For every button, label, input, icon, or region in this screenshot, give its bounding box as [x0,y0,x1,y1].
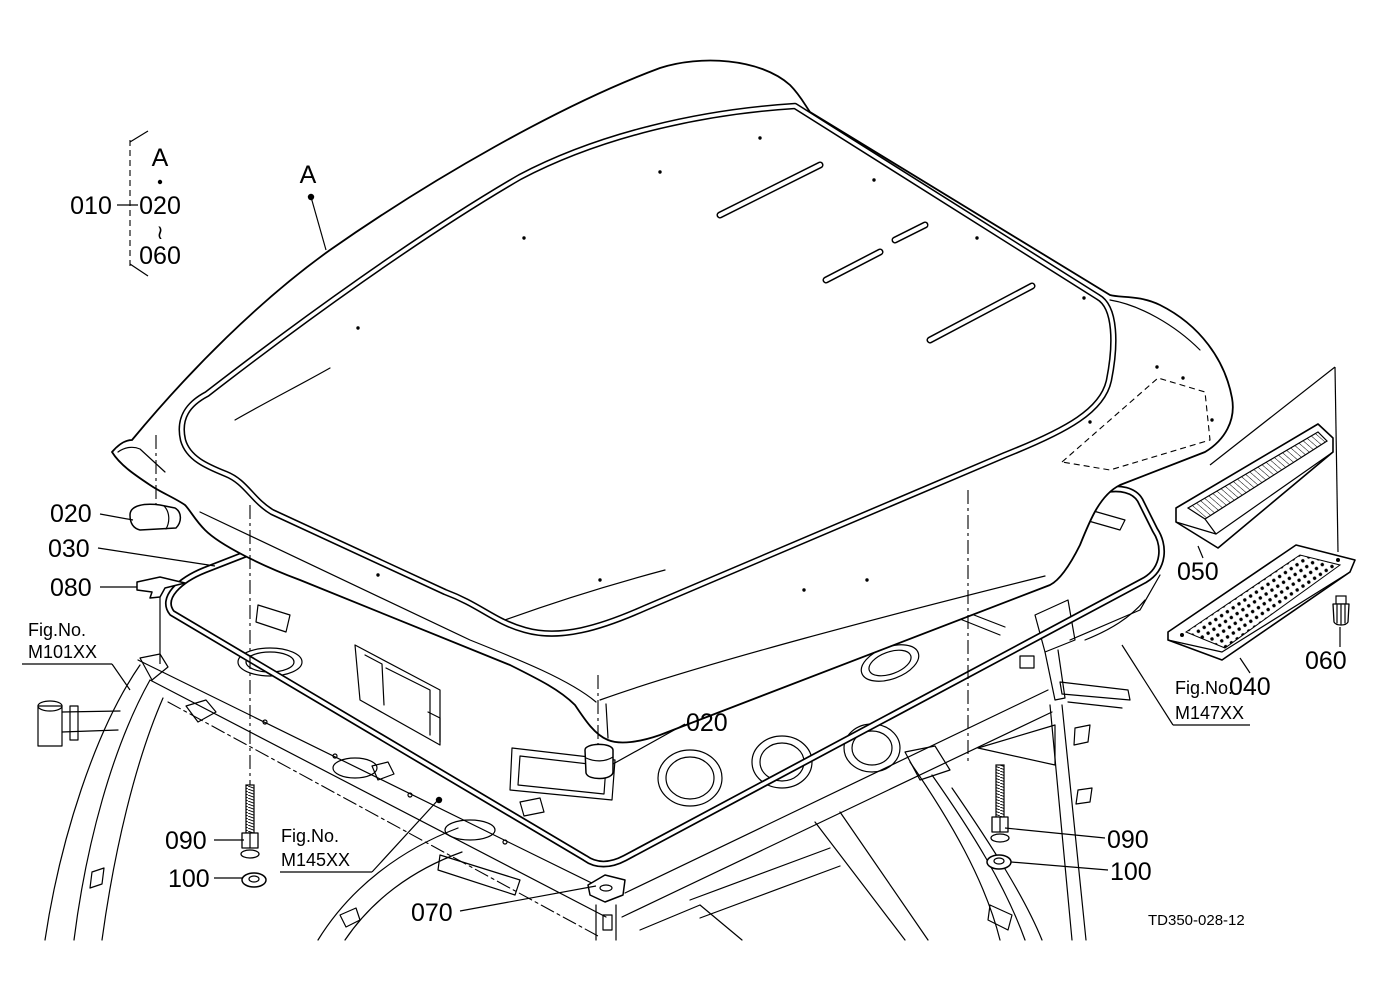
roof-panel [111,59,1234,744]
filter-recess-outline [1060,377,1211,471]
leader-lines [22,130,1341,912]
bracket-from-part[interactable]: 020 [139,192,181,220]
bracket-range-symbol: ≀ [156,222,164,244]
left-side-rail [137,659,613,894]
front-bracket-070[interactable] [587,874,626,903]
roof-holes [356,136,1214,592]
roof-slots [716,161,1036,344]
callout-seal-frame[interactable]: 030 [48,535,90,563]
callout-right-bolt[interactable]: 090 [1107,826,1149,854]
callout-left-bolt[interactable]: 090 [165,827,207,855]
figure-references: Fig.No. M101XX Fig.No. M145XX Fig.No. M1… [28,620,1244,870]
roof-outline [111,59,1234,744]
assembly-bracket: A 010 020 ≀ 060 [70,144,181,270]
callout-roof-ref: A [300,161,317,189]
right-washer-100[interactable] [986,854,1012,870]
drawing-code: TD350-028-12 [1148,912,1245,929]
callout-right-washer[interactable]: 100 [1110,858,1152,886]
bracket-to-part[interactable]: 060 [139,242,181,270]
callout-left-cap[interactable]: 020 [50,500,92,528]
fig-ref-m101-code[interactable]: M101XX [28,642,97,662]
left-bracket-080[interactable] [136,576,186,599]
callout-cover-knob[interactable]: 060 [1305,647,1347,675]
louver [354,644,441,746]
cover-knob-060[interactable] [1332,595,1350,626]
callout-left-bracket[interactable]: 080 [50,574,92,602]
front-right-rail [624,689,1049,894]
cab-frame-structure [44,509,1161,941]
right-front-pillar [909,761,1001,941]
callout-filter[interactable]: 050 [1177,558,1219,586]
fig-ref-m145-code[interactable]: M145XX [281,850,350,870]
callout-left-washer[interactable]: 100 [168,865,210,893]
callout-front-bracket[interactable]: 070 [411,899,453,927]
fig-ref-m101-prefix: Fig.No. [28,620,86,640]
seal-frame-030 [164,361,1166,868]
assembly-axis-lines [155,435,969,785]
callout-filter-cover[interactable]: 040 [1229,673,1271,701]
fig-ref-m145-prefix: Fig.No. [281,826,339,846]
vent-left [237,647,303,677]
right-rear-pillar [1049,704,1073,941]
bracket-ref-letter: A [152,144,169,172]
right-bolt-090[interactable] [990,764,1010,843]
left-washer-100[interactable] [241,872,267,888]
vent-center-2 [751,735,813,789]
mirror-mount [37,700,121,747]
left-cap-020[interactable] [129,503,182,531]
callout-labels: A 020 030 080 090 100 070 020 050 040 06… [48,161,1347,927]
left-bolt-090[interactable] [240,784,260,859]
interior-panel [509,747,616,801]
bracket-dot [157,179,163,185]
fig-ref-m147-code[interactable]: M147XX [1175,703,1244,723]
vent-center-1 [657,749,723,807]
left-rear-pillar [44,664,141,941]
fig-ref-m147-prefix: Fig.No. [1175,678,1233,698]
filter-050[interactable] [1175,423,1334,549]
callout-center-cap[interactable]: 020 [686,709,728,737]
filter-cover-040[interactable] [1167,544,1356,661]
assembly-number[interactable]: 010 [70,192,112,220]
left-front-pillar [317,827,459,941]
center-cap-020[interactable] [584,743,614,780]
right-hinge-bracket [1034,599,1076,653]
